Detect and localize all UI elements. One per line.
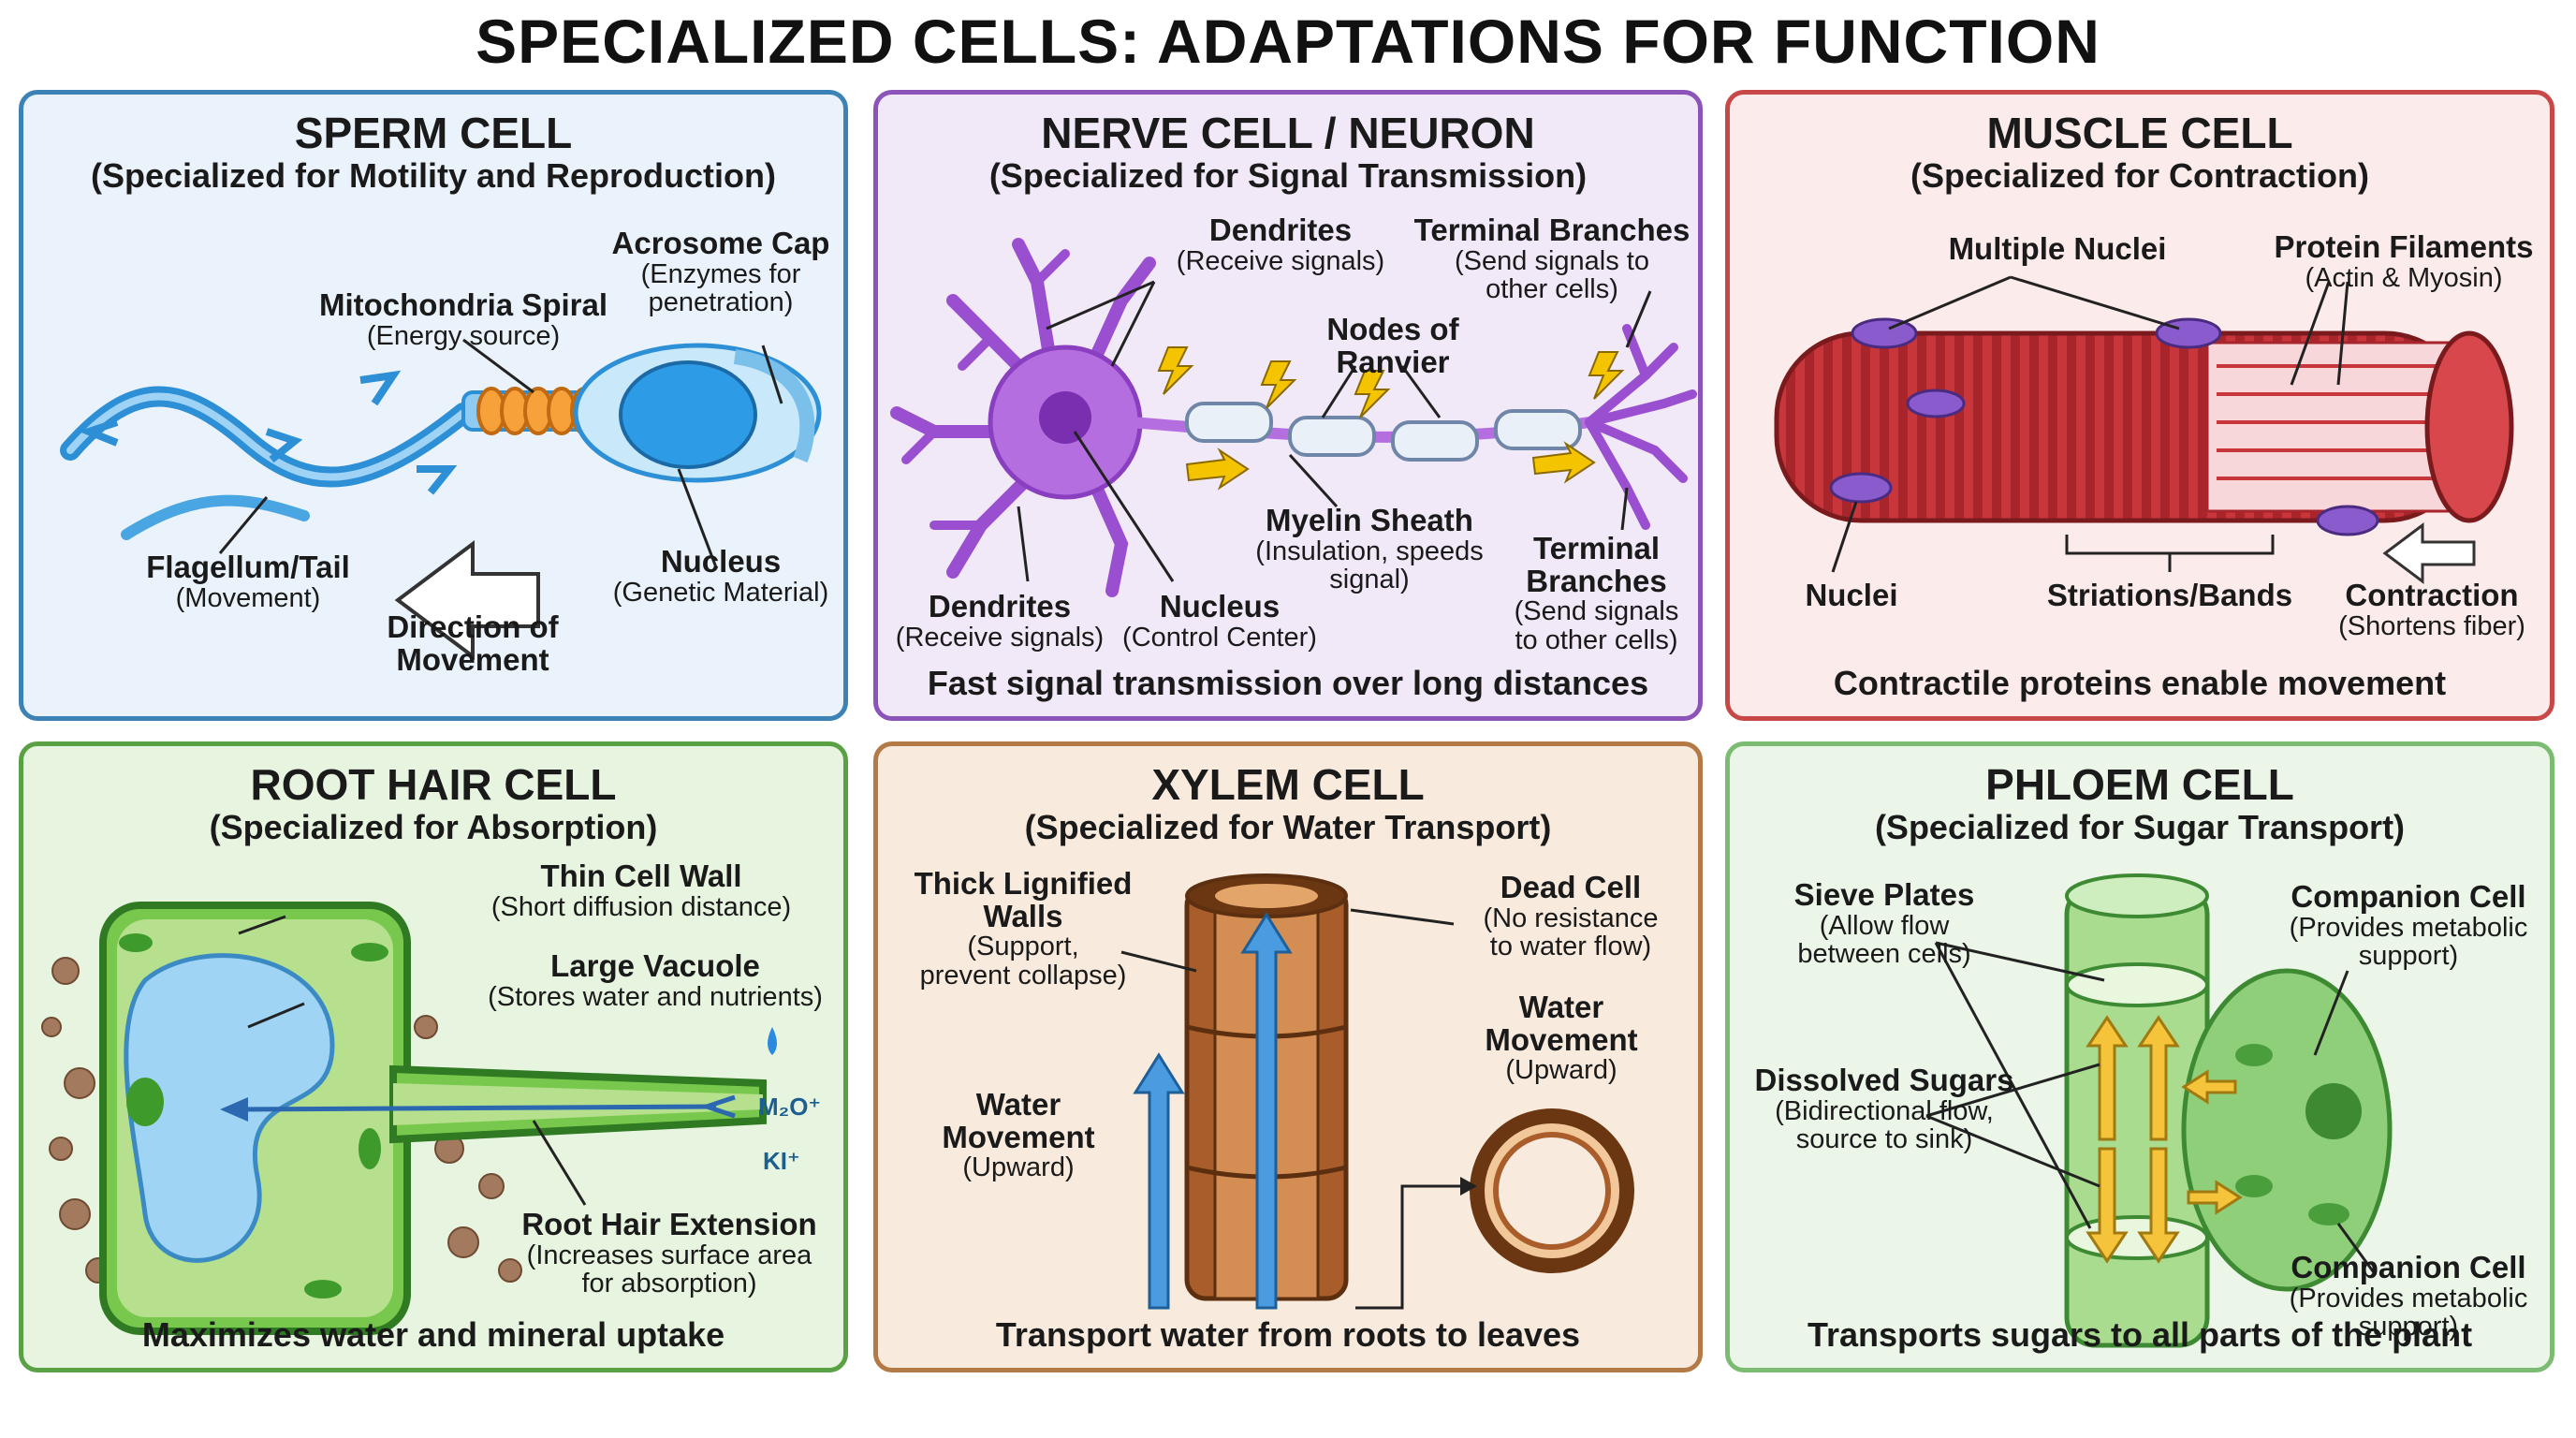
sugars-label: Dissolved Sugars (Bidirectional flow, so… — [1754, 1063, 2014, 1155]
nucleus-shape — [1829, 317, 2379, 536]
myelin-sheath — [1185, 402, 1582, 462]
nucleus-label: Nucleus (Control Center) — [1122, 589, 1317, 653]
nucleus-label: Nucleus (Genetic Material) — [612, 544, 829, 608]
nuclei-label: Nuclei — [1805, 578, 1898, 612]
chloroplast — [119, 933, 388, 1299]
panel-subtitle: (Specialized for Water Transport) — [1024, 808, 1552, 846]
movement-arrow — [359, 370, 402, 406]
vacuole-label: Large Vacuole (Stores water and nutrient… — [488, 948, 823, 1012]
panel-subtitle: (Specialized for Signal Transmission) — [988, 156, 1588, 195]
panel-title: PHLOEM CELL — [1985, 760, 2294, 809]
filaments-label: Protein Filaments (Actin & Myosin) — [2274, 229, 2534, 293]
root-hair-cell-panel: ROOT HAIR CELL (Specialized for Absorpti… — [19, 741, 848, 1372]
panel-footer: Transport water from roots to leaves — [995, 1315, 1581, 1354]
movement-arrow — [78, 418, 119, 447]
flagellum-label: Flagellum/Tail (Movement) — [146, 550, 350, 613]
panel-subtitle: (Specialized for Motility and Reproducti… — [90, 156, 777, 195]
fiber-end — [2424, 330, 2514, 523]
absorption-arrow — [228, 1104, 717, 1112]
dendrites-top-label: Dendrites (Receive signals) — [1176, 213, 1385, 276]
sperm-cell-illustration — [60, 338, 822, 660]
phloem-cell-panel: PHLOEM CELL (Specialized for Sugar Trans… — [1725, 741, 2554, 1372]
water-right-label: Water Movement (Upward) — [1485, 990, 1638, 1086]
panel-title: XYLEM CELL — [1151, 760, 1425, 809]
direction-label: Direction of Movement — [387, 609, 559, 677]
soil-particles — [41, 957, 522, 1284]
nodes-label: Nodes of Ranvier — [1326, 312, 1459, 379]
mitochondria-label: Mitochondria Spiral (Energy source) — [318, 287, 608, 351]
walls-label: Thick Lignified Walls (Support, prevent … — [914, 866, 1133, 990]
signal-arrow — [1185, 441, 1596, 491]
xylem-cell-panel: XYLEM CELL (Specialized for Water Transp… — [873, 741, 1703, 1372]
striations-label: Striations/Bands — [2046, 578, 2293, 612]
dendrites-bottom-label: Dendrites (Receive signals) — [895, 589, 1105, 653]
panel-title: MUSCLE CELL — [1986, 109, 2293, 157]
panel-subtitle: (Specialized for Contraction) — [1910, 156, 2370, 195]
multiple-nuclei-label: Multiple Nuclei — [1948, 231, 2167, 266]
water-arrow — [1133, 912, 1293, 1310]
companion-cell — [2181, 968, 2393, 1292]
terminal-top-label: Terminal Branches (Send signals to other… — [1413, 213, 1690, 305]
cell-wall-label: Thin Cell Wall (Short diffusion distance… — [490, 858, 792, 922]
flagellum-tail — [60, 386, 474, 488]
page-title: SPECIALIZED CELLS: ADAPTATIONS FOR FUNCT… — [476, 7, 2100, 76]
water-drop-icon — [768, 1027, 777, 1055]
panel-subtitle: (Specialized for Sugar Transport) — [1874, 808, 2406, 846]
dead-cell-label: Dead Cell (No resistance to water flow) — [1483, 870, 1659, 962]
neuron-illustration — [890, 238, 1697, 597]
nucleus-shape — [619, 360, 757, 469]
myelin-label: Myelin Sheath (Insulation, speeds signal… — [1255, 503, 1484, 595]
companion-bottom-label: Companion Cell (Provides metabolic suppo… — [2289, 1250, 2528, 1343]
sperm-cell-panel: SPERM CELL (Specialized for Motility and… — [19, 90, 848, 721]
water-left-label: Water Movement (Upward) — [942, 1087, 1095, 1183]
root-hair-illustration — [41, 902, 777, 1335]
panel-title: SPERM CELL — [294, 109, 573, 157]
nerve-cell-panel: NERVE CELL / NEURON (Specialized for Sig… — [873, 90, 1703, 721]
movement-arrow — [265, 428, 303, 463]
signal-bolt-icon — [1157, 346, 1625, 418]
muscle-fiber-illustration — [1774, 275, 2514, 584]
panel-footer: Transports sugars to all parts of the pl… — [1807, 1315, 2473, 1354]
companion-top-label: Companion Cell (Provides metabolic suppo… — [2289, 879, 2528, 972]
sieve-plate — [2065, 962, 2209, 1007]
sieve-plates-label: Sieve Plates (Allow flow between cells) — [1793, 877, 1975, 970]
contraction-arrow — [2382, 522, 2476, 584]
mineral-ion-label: KI⁺ — [763, 1147, 800, 1175]
panel-footer: Fast signal transmission over long dista… — [927, 664, 1649, 702]
extension-label: Root Hair Extension (Increases surface a… — [521, 1207, 817, 1299]
water-ion-label: M₂O⁺ — [758, 1093, 822, 1121]
xylem-illustration — [1120, 873, 1634, 1310]
phloem-illustration — [1925, 873, 2393, 1348]
panel-subtitle: (Specialized for Absorption) — [209, 808, 658, 846]
neuron-nucleus — [1039, 391, 1091, 444]
acrosome-cap — [733, 349, 815, 462]
acrosome-label: Acrosome Cap (Enzymes for penetration) — [611, 226, 830, 318]
panel-footer: Maximizes water and mineral uptake — [141, 1315, 725, 1354]
panel-footer: Contractile proteins enable movement — [1833, 664, 2447, 702]
movement-arrow — [417, 465, 458, 495]
panel-title: ROOT HAIR CELL — [250, 760, 617, 809]
muscle-cell-panel: MUSCLE CELL (Specialized for Contraction… — [1725, 90, 2554, 721]
contraction-label: Contraction (Shortens fiber) — [2338, 578, 2525, 641]
terminal-bottom-label: Terminal Branches (Send signals to other… — [1514, 531, 1679, 655]
panel-title: NERVE CELL / NEURON — [1041, 109, 1535, 157]
sugar-arrow — [2086, 1015, 2243, 1264]
direction-arrow — [394, 540, 540, 660]
